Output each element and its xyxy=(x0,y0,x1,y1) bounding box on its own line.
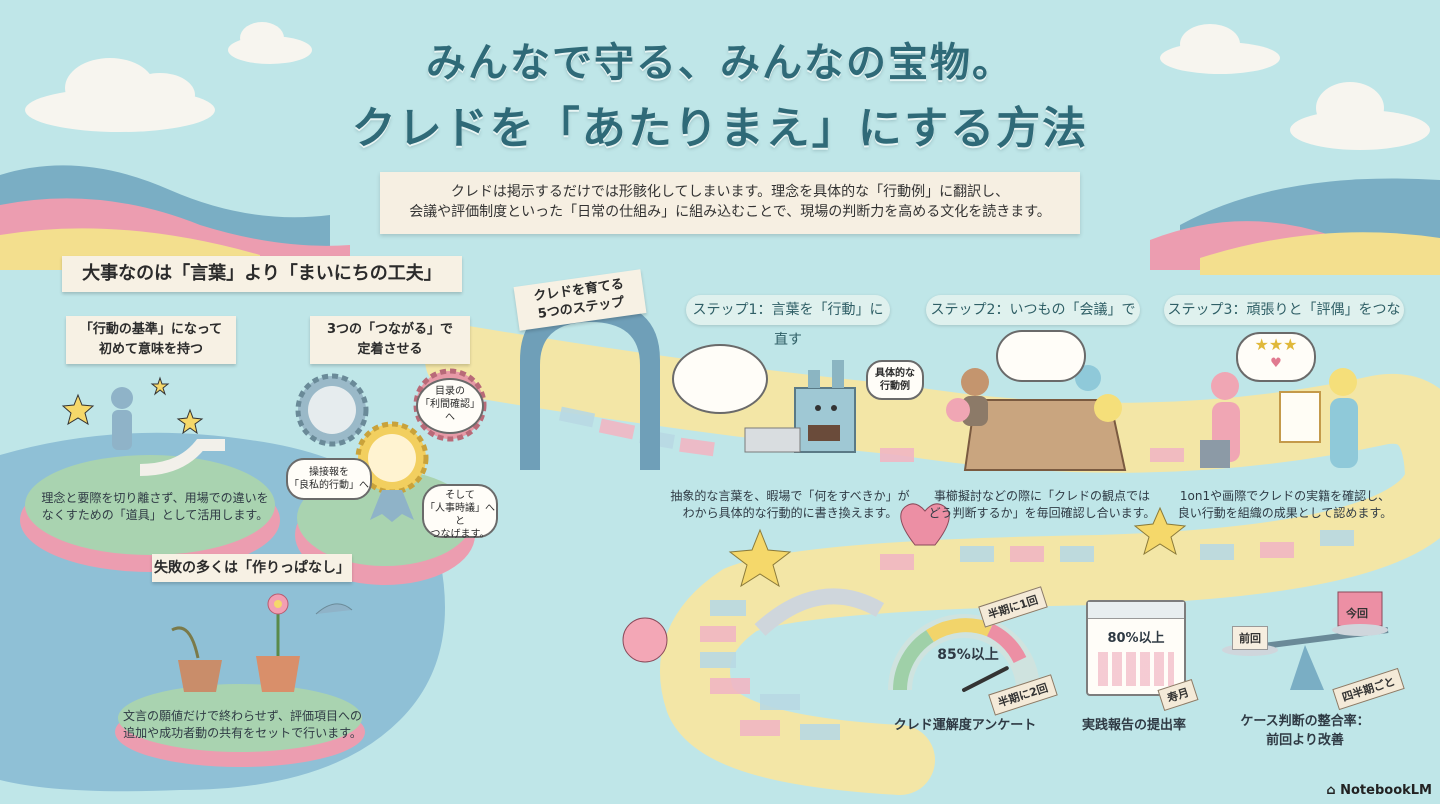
calendar-header xyxy=(1088,602,1184,619)
step1-bubble-line1: 具体的な xyxy=(875,368,915,379)
left-banner: 大事なのは「言葉」より「まいにちの工夫」 xyxy=(62,256,462,292)
step3-rating-bubble: ★★★ ♥ xyxy=(1236,332,1316,382)
intro-line2: 会議や評価制度といった「日常の仕組み」に組み込むことで、現場の判断力を高める文化… xyxy=(409,204,1051,220)
island2-line1: 文言の願値だけで終わらせず、評価項目への xyxy=(123,709,362,723)
island2-line2: 追加や成功者動の共有をセットで行います。 xyxy=(123,726,362,740)
gear2-line1: 操接報を xyxy=(309,467,349,478)
gear1-line3: へ xyxy=(445,412,455,423)
metric3-box-prev: 前回 xyxy=(1232,626,1268,650)
metric2-value: 80%以上 xyxy=(1107,631,1165,646)
gear1-line1: 目录の xyxy=(435,386,465,397)
card1-line2: 初めて意味を持つ xyxy=(98,342,203,357)
calendar-grid xyxy=(1098,652,1174,686)
island2-note: 文言の願値だけで終わらせず、評価項目への 追加や成功者動の共有をセットで行います… xyxy=(115,708,370,742)
metric3-label-line2: 前回より改善 xyxy=(1266,733,1344,748)
card2-line2: 定着させる xyxy=(357,342,423,357)
island1-line1: 理念と要際を切り離さず、用場での違いを xyxy=(41,491,269,505)
metric3-label-line1: ケース判断の整合率： xyxy=(1240,714,1370,729)
step1-desc-line1: 抽象的な言葉を、暇場で「何をすべきか」が xyxy=(670,489,910,503)
gear3-line1: そして xyxy=(445,490,475,501)
step1-bubble-line2: 行動例 xyxy=(880,381,910,392)
step3-desc-line2: 良い行動を組織の成果として認めます。 xyxy=(1177,506,1393,520)
step3-label: ステップ3：頑張りと「評偶」をつなげる xyxy=(1164,295,1404,348)
step3-desc-line1: 1on1や画際でクレドの実籍を確認し、 xyxy=(1179,489,1391,503)
notebook-icon: ⌂ xyxy=(1326,783,1341,798)
card1-line1: 「行動の基準」になって xyxy=(79,322,223,337)
main-title-line1: みんなで守る、みんなの宝物。 xyxy=(426,40,1014,86)
intro-line1: クレドは掲示するだけでは形骸化してしまいます。理念を具体的な「行動例」に翻訳し、 xyxy=(450,184,1010,200)
step2-speech-bubble xyxy=(996,330,1086,382)
gear2-line2: 「良私的行動」へ xyxy=(289,480,369,491)
metric1-label: クレド運解度アンケート xyxy=(893,718,1037,733)
card2-line1: 3つの「つながる」で xyxy=(326,322,454,337)
star-rating-icon: ★★★ xyxy=(1254,335,1298,354)
card-behavior-standard: 「行動の基準」になって 初めて意味を持つ xyxy=(66,316,236,364)
step2-desc-line2: どう判断するか」を毎回確認し合います。 xyxy=(928,506,1156,520)
brand-text: NotebookLM xyxy=(1340,783,1432,798)
step3-desc: 1on1や画際でクレドの実籍を確認し、 良い行動を組織の成果として認めます。 xyxy=(1170,488,1400,522)
step1-desc: 抽象的な言葉を、暇場で「何をすべきか」が わから具体的な行動的に書き換えます。 xyxy=(670,488,910,522)
island1-line2: なくすための「道具」として活用します。 xyxy=(41,508,269,522)
metric3-label: ケース判断の整合率： 前回より改善 xyxy=(1230,712,1380,750)
metric1-value: 85%以上 xyxy=(937,647,999,663)
intro-card: クレドは掲示するだけでは形骸化してしまいます。理念を具体的な「行動例」に翻訳し、… xyxy=(380,172,1080,234)
gear1-line2: 「利間確認」 xyxy=(420,399,480,410)
step1-desc-line2: わから具体的な行動的に書き換えます。 xyxy=(682,506,898,520)
main-title-line2: クレドを「あたりまえ」にする方法 xyxy=(351,103,1089,154)
step1-thought-bubble xyxy=(672,344,768,414)
gauge-needle xyxy=(962,666,1009,692)
step1-label: ステップ1：言葉を「行動」に直す xyxy=(686,295,890,348)
gear-bubble-interest: 目录の 「利間確認」 へ xyxy=(416,378,484,434)
step2-desc: 事櫛擬討などの際に「クレドの観点では どう判断するか」を毎回確認し合います。 xyxy=(922,488,1162,522)
metric2-label: 実践報告の提出率 xyxy=(1081,718,1186,733)
heart-icon: ♥ xyxy=(1270,356,1282,371)
brand-logo: ⌂ NotebookLM xyxy=(1326,783,1432,798)
gear-bubble-good-behavior: 操接報を 「良私的行動」へ xyxy=(286,458,372,500)
metric3-box-now: 今回 xyxy=(1346,607,1368,620)
gear3-line2: 「人事時議」へと xyxy=(425,503,495,527)
calendar-icon: 80%以上 xyxy=(1086,600,1186,696)
step2-desc-line1: 事櫛擬討などの際に「クレドの観点では xyxy=(933,489,1150,503)
fail-banner: 失敗の多くは「作りっぱなし」 xyxy=(152,554,352,582)
gear3-line3: つなげます。 xyxy=(430,529,490,540)
card-three-connections: 3つの「つながる」で 定着させる xyxy=(310,316,470,364)
step2-label: ステップ2：いつもの「会議」で使う xyxy=(926,295,1140,348)
island1-note: 理念と要際を切り離さず、用場での違いを なくすための「道具」として活用します。 xyxy=(40,490,270,524)
step1-example-bubble: 具体的な 行動例 xyxy=(866,360,924,400)
gear-bubble-hr: そして 「人事時議」へと つなげます。 xyxy=(422,484,498,540)
